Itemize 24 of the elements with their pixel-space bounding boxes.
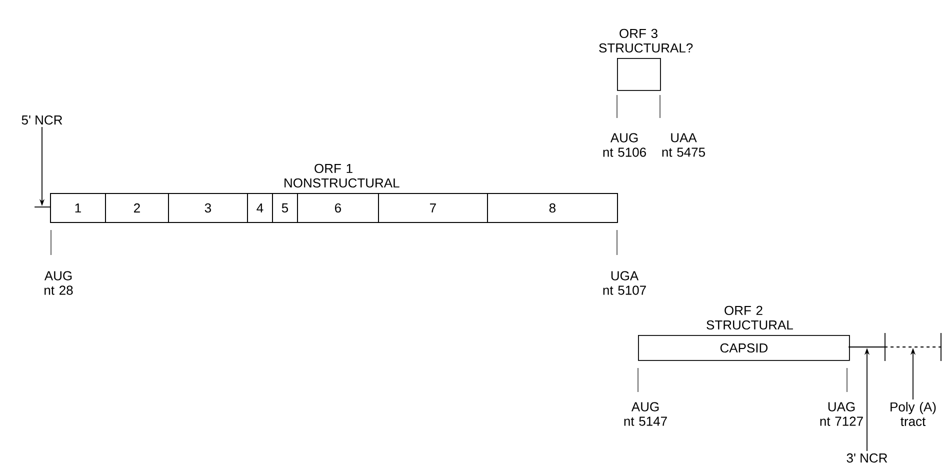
ncr-line bbox=[848, 346, 886, 348]
domain-segment: 7 bbox=[378, 193, 488, 223]
domain-segment: 4 bbox=[247, 193, 273, 223]
orf-heading: ORF 2 STRUCTURAL bbox=[706, 306, 793, 330]
position-label: AUG nt 28 bbox=[44, 271, 73, 295]
poly-a-tract-line bbox=[884, 332, 942, 362]
position-label: AUG nt 5147 bbox=[624, 402, 667, 426]
region-label: 3' NCR bbox=[846, 453, 888, 463]
position-label: AUG nt 5106 bbox=[603, 133, 646, 157]
domain-segment: 3 bbox=[168, 193, 248, 223]
domain-segment: 8 bbox=[487, 193, 618, 223]
domain-segment: 6 bbox=[297, 193, 379, 223]
domain-segment: 2 bbox=[105, 193, 169, 223]
orf-heading: ORF 3 STRUCTURAL? bbox=[599, 28, 693, 53]
region-label: 5' NCR bbox=[22, 115, 62, 125]
region-label: Poly (A) tract bbox=[890, 402, 936, 426]
domain-segment: 5 bbox=[272, 193, 298, 223]
position-label: UAA nt 5475 bbox=[662, 133, 705, 157]
orf-heading: ORF 1 NONSTRUCTURAL bbox=[284, 164, 400, 188]
ncr-line bbox=[34, 206, 51, 208]
domain-segment: 1 bbox=[50, 193, 106, 223]
position-label: UAG nt 7127 bbox=[820, 402, 863, 426]
orf-box: CAPSID bbox=[638, 335, 850, 361]
position-label: UGA nt 5107 bbox=[603, 271, 646, 295]
